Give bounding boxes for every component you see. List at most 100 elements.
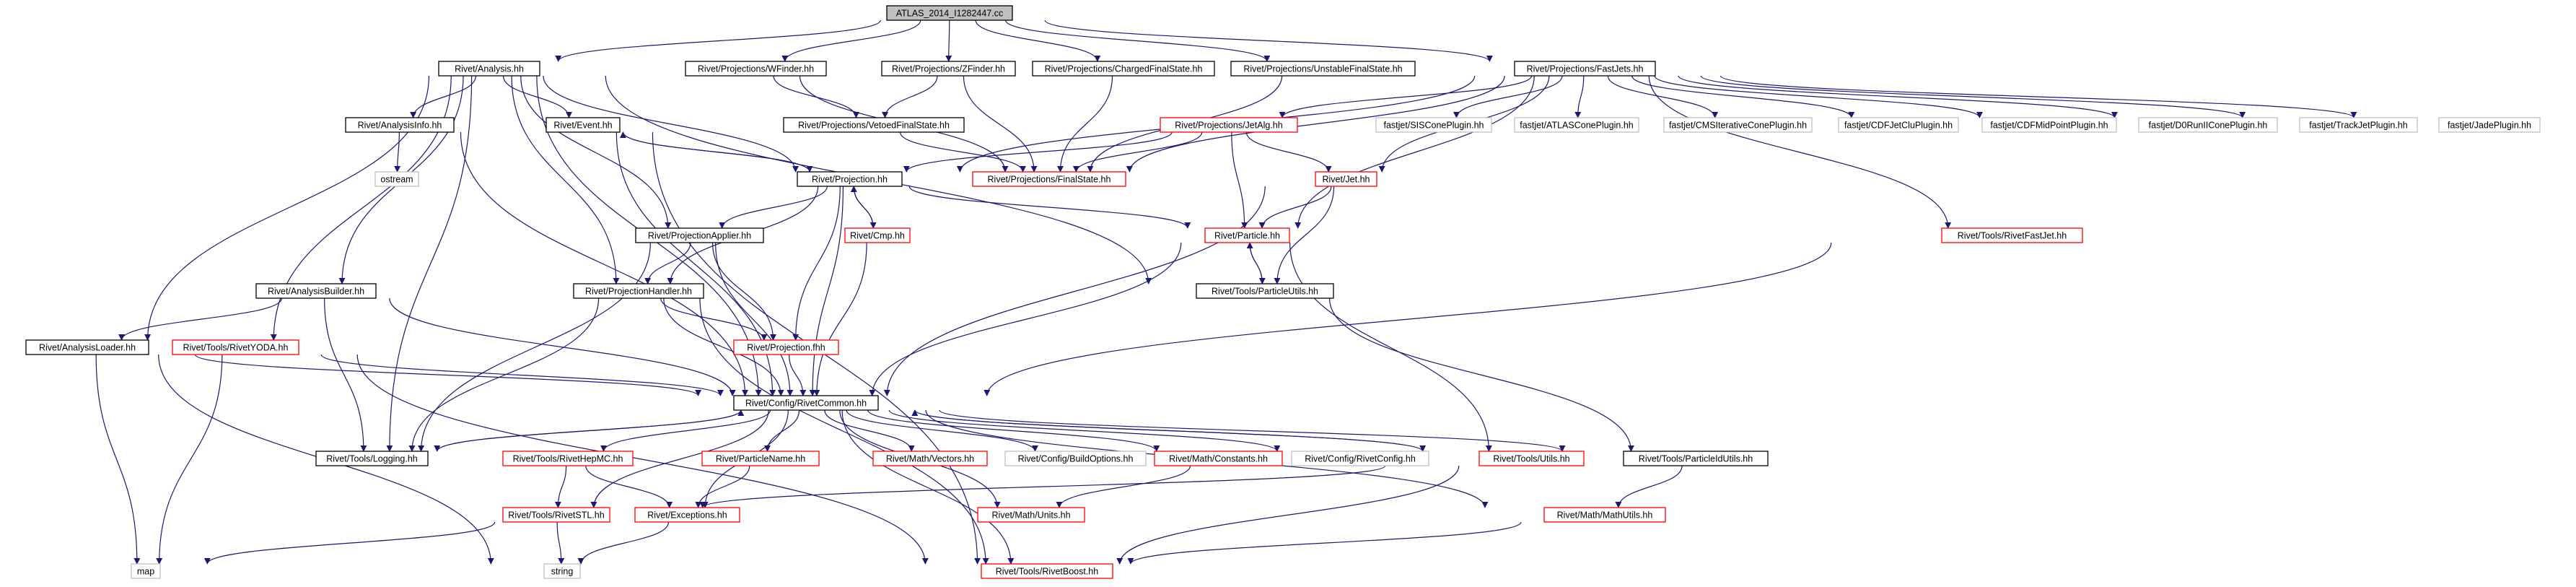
node-fastjets[interactable]: Rivet/Projections/FastJets.hh bbox=[1514, 61, 1656, 77]
node-mathutils[interactable]: Rivet/Math/MathUtils.hh bbox=[1543, 507, 1666, 523]
node-label: Rivet/Projection.hh bbox=[812, 175, 888, 185]
edge-particleutils-to-particle bbox=[1246, 242, 1263, 284]
edge-analysisbuilder-to-logging bbox=[324, 297, 367, 452]
edge-analysis-to-projapplier bbox=[520, 75, 672, 229]
node-rivetyoda[interactable]: Rivet/Tools/RivetYODA.hh bbox=[172, 339, 299, 355]
edge-projection-to-particle bbox=[908, 186, 1191, 229]
edge-particlename-to-exceptions bbox=[695, 465, 750, 508]
edge-zfinder-to-vetoedfs bbox=[882, 75, 938, 118]
edge-fastjets-to-trackjet bbox=[1700, 75, 2246, 118]
node-jetalg[interactable]: Rivet/Projections/JetAlg.hh bbox=[1160, 117, 1298, 133]
node-projhandler[interactable]: Rivet/ProjectionHandler.hh bbox=[573, 283, 704, 299]
node-vetoedfs[interactable]: Rivet/Projections/VetoedFinalState.hh bbox=[783, 117, 965, 133]
node-label: Rivet/Projections/JetAlg.hh bbox=[1175, 121, 1282, 131]
node-label: Rivet/Tools/RivetFastJet.hh bbox=[1958, 231, 2067, 241]
node-particle[interactable]: Rivet/Particle.hh bbox=[1204, 227, 1290, 243]
node-cdfjetclu[interactable]: fastjet/CDFJetCluPlugin.hh bbox=[1838, 117, 1959, 133]
node-event[interactable]: Rivet/Event.hh bbox=[546, 117, 621, 133]
node-analysisloader[interactable]: Rivet/AnalysisLoader.hh bbox=[25, 339, 149, 355]
edge-root-to-zfinder bbox=[945, 19, 952, 62]
edge-root-to-analysis bbox=[555, 19, 881, 62]
edge-rivetcommon-to-particlename bbox=[763, 409, 800, 452]
node-label: Rivet/AnalysisInfo.hh bbox=[358, 121, 442, 131]
node-label: Rivet/Projections/UnstableFinalState.hh bbox=[1243, 64, 1402, 74]
node-label: Rivet/Projections/FinalState.hh bbox=[988, 175, 1111, 185]
node-label: Rivet/Math/Constants.hh bbox=[1169, 454, 1268, 464]
node-projapplier[interactable]: Rivet/ProjectionApplier.hh bbox=[635, 227, 764, 243]
node-finalstate[interactable]: Rivet/Projections/FinalState.hh bbox=[972, 171, 1126, 187]
node-particleutils[interactable]: Rivet/Tools/ParticleUtils.hh bbox=[1196, 283, 1334, 299]
node-label: Rivet/Projections/FastJets.hh bbox=[1527, 64, 1644, 74]
edge-chargedfs-to-finalstate bbox=[1056, 75, 1113, 173]
edge-root-to-unstablefs bbox=[1005, 19, 1271, 62]
node-atlascone[interactable]: fastjet/ATLASConePlugin.hh bbox=[1514, 117, 1639, 133]
node-constants[interactable]: Rivet/Math/Constants.hh bbox=[1154, 451, 1283, 466]
edge-analysis-to-rivetyoda bbox=[270, 75, 452, 341]
node-zfinder[interactable]: Rivet/Projections/ZFinder.hh bbox=[881, 61, 1016, 77]
edge-analysisloader-to-rivetcommon bbox=[194, 354, 701, 396]
node-label: Rivet/Tools/Logging.hh bbox=[326, 454, 418, 464]
node-buildoptions[interactable]: Rivet/Config/BuildOptions.hh bbox=[1004, 451, 1147, 466]
node-cmscone[interactable]: fastjet/CMSIterativeConePlugin.hh bbox=[1663, 117, 1813, 133]
node-label: Rivet/Config/RivetCommon.hh bbox=[745, 399, 867, 409]
node-rivethepmc[interactable]: Rivet/Tools/RivetHepMC.hh bbox=[502, 451, 634, 466]
node-cdfmidpoint[interactable]: fastjet/CDFMidPointPlugin.hh bbox=[1981, 117, 2117, 133]
node-rivetstl[interactable]: Rivet/Tools/RivetSTL.hh bbox=[502, 507, 610, 523]
node-trackjet[interactable]: fastjet/TrackJetPlugin.hh bbox=[2299, 117, 2418, 133]
node-label: Rivet/Projections/ZFinder.hh bbox=[892, 64, 1005, 74]
edge-rivetyoda-to-rivetboost bbox=[356, 354, 929, 565]
edge-rivetyoda-to-map bbox=[156, 354, 223, 565]
edge-root-to-wfinder bbox=[781, 19, 921, 62]
node-particlename[interactable]: Rivet/ParticleName.hh bbox=[701, 451, 820, 466]
node-label: fastjet/CDFMidPointPlugin.hh bbox=[1990, 121, 2108, 131]
edge-fastjets-to-jade bbox=[1719, 75, 2357, 118]
node-map[interactable]: map bbox=[131, 563, 161, 579]
node-label: string bbox=[551, 567, 574, 577]
node-unstablefs[interactable]: Rivet/Projections/UnstableFinalState.hh bbox=[1230, 61, 1416, 77]
node-analysisbuilder[interactable]: Rivet/AnalysisBuilder.hh bbox=[255, 283, 377, 299]
edge-analysis-to-event bbox=[502, 75, 572, 118]
node-wfinder[interactable]: Rivet/Projections/WFinder.hh bbox=[685, 61, 827, 77]
node-label: Rivet/Projections/VetoedFinalState.hh bbox=[798, 121, 950, 131]
node-chargedfs[interactable]: Rivet/Projections/ChargedFinalState.hh bbox=[1032, 61, 1215, 77]
node-siscone[interactable]: fastjet/SISConePlugin.hh bbox=[1375, 117, 1492, 133]
edge-projection-to-rivetcommon bbox=[809, 186, 844, 396]
dependency-edges bbox=[95, 19, 2357, 565]
edge-rivetstl-to-string bbox=[556, 521, 565, 565]
node-logging[interactable]: Rivet/Tools/Logging.hh bbox=[315, 451, 429, 466]
node-vectors[interactable]: Rivet/Math/Vectors.hh bbox=[872, 451, 988, 466]
edge-jet-to-particle bbox=[1258, 186, 1332, 229]
node-label: Rivet/Tools/RivetYODA.hh bbox=[183, 343, 289, 353]
node-jade[interactable]: fastjet/JadePlugin.hh bbox=[2438, 117, 2541, 133]
node-label: Rivet/Projections/ChargedFinalState.hh bbox=[1045, 64, 1203, 74]
node-cmp[interactable]: Rivet/Cmp.hh bbox=[844, 227, 911, 243]
edge-rivethepmc-to-exceptions bbox=[585, 465, 673, 508]
edge-fastjets-to-jetalg bbox=[1279, 75, 1533, 118]
node-exceptions[interactable]: Rivet/Exceptions.hh bbox=[634, 507, 740, 523]
edge-toolsutils-to-rivetcommon bbox=[911, 409, 1424, 452]
edge-fastjets-to-rivetfastjet bbox=[1648, 75, 1952, 229]
node-label: Rivet/AnalysisLoader.hh bbox=[39, 343, 136, 353]
node-ostream[interactable]: ostream bbox=[374, 171, 419, 187]
node-root[interactable]: ATLAS_2014_I1282447.cc bbox=[886, 5, 1013, 21]
node-jet[interactable]: Rivet/Jet.hh bbox=[1315, 171, 1377, 187]
node-analysisinfo[interactable]: Rivet/AnalysisInfo.hh bbox=[345, 117, 455, 133]
node-analysis[interactable]: Rivet/Analysis.hh bbox=[438, 61, 540, 77]
node-units[interactable]: Rivet/Math/Units.hh bbox=[977, 507, 1085, 523]
node-rivetboost[interactable]: Rivet/Tools/RivetBoost.hh bbox=[981, 563, 1113, 579]
node-string[interactable]: string bbox=[543, 563, 581, 579]
edge-projection-to-projfhh bbox=[792, 186, 841, 341]
edge-projfhh-to-rivetcommon bbox=[789, 354, 807, 396]
node-label: Rivet/Tools/ParticleIdUtils.hh bbox=[1639, 454, 1753, 464]
node-projection[interactable]: Rivet/Projection.hh bbox=[797, 171, 903, 187]
edge-rivethepmc-to-rivetstl bbox=[554, 465, 567, 508]
node-d0run[interactable]: fastjet/D0RunIIConePlugin.hh bbox=[2138, 117, 2278, 133]
node-projfhh[interactable]: Rivet/Projection.fhh bbox=[733, 339, 839, 355]
node-toolsutils[interactable]: Rivet/Tools/Utils.hh bbox=[1478, 451, 1585, 466]
node-rivetcommon[interactable]: Rivet/Config/RivetCommon.hh bbox=[733, 395, 879, 411]
node-particleidutils[interactable]: Rivet/Tools/ParticleIdUtils.hh bbox=[1623, 451, 1769, 466]
node-label: Rivet/Tools/RivetSTL.hh bbox=[508, 510, 604, 521]
node-rivetfastjet[interactable]: Rivet/Tools/RivetFastJet.hh bbox=[1941, 227, 2083, 243]
node-rivetconfig[interactable]: Rivet/Config/RivetConfig.hh bbox=[1291, 451, 1429, 466]
